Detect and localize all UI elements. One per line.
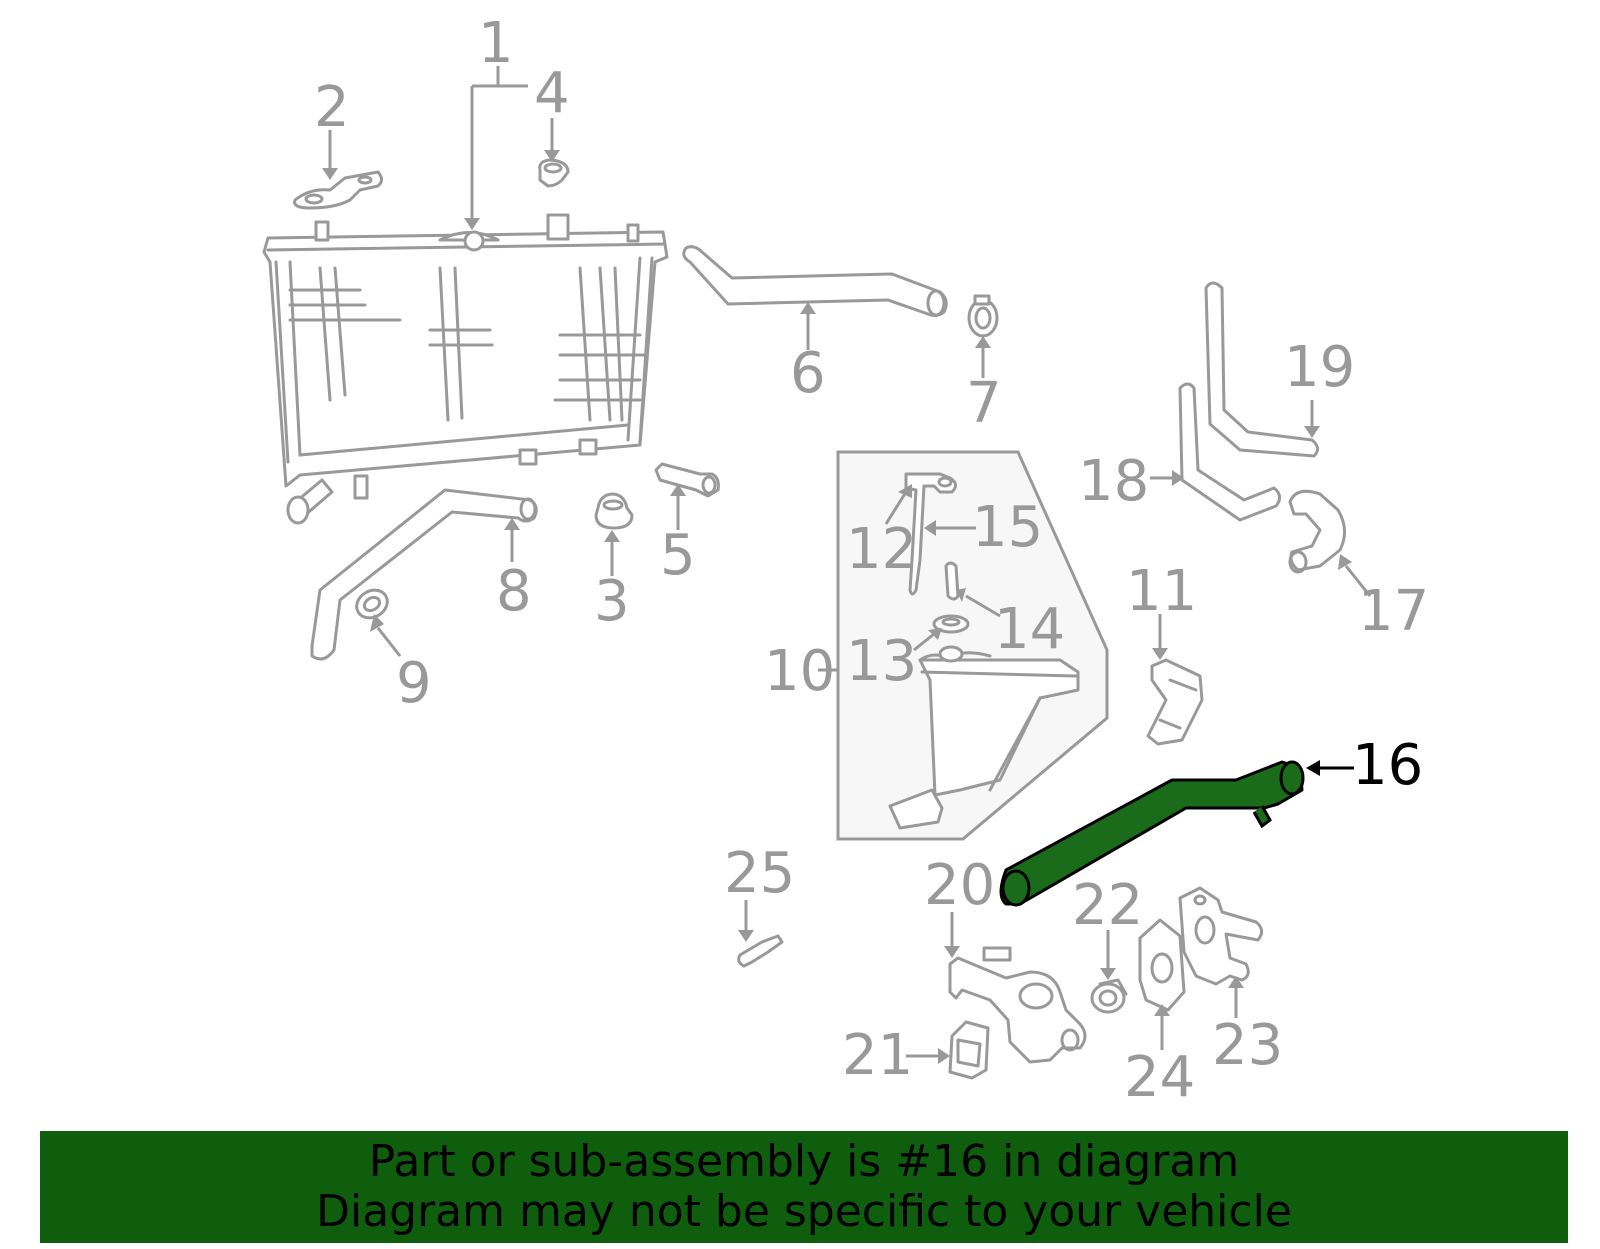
banner-line-1: Part or sub-assembly is #16 in diagram bbox=[368, 1136, 1240, 1187]
thermostat-housing bbox=[948, 946, 1087, 1064]
temperature-sensor bbox=[737, 934, 784, 968]
drain-plug bbox=[654, 462, 720, 498]
callout-14[interactable]: 14 bbox=[994, 597, 1065, 662]
radiator-mount bbox=[594, 492, 634, 530]
housing-gasket bbox=[948, 1020, 990, 1080]
reservoir-bracket bbox=[1146, 658, 1204, 746]
callout-2[interactable]: 2 bbox=[314, 75, 350, 140]
callout-1[interactable]: 1 bbox=[478, 11, 514, 76]
callout-21[interactable]: 21 bbox=[842, 1023, 913, 1088]
reservoir-assembly-box bbox=[836, 450, 1109, 841]
callout-24[interactable]: 24 bbox=[1124, 1045, 1195, 1110]
heater-hoses bbox=[1178, 281, 1319, 522]
banner-line-2: Diagram may not be specific to your vehi… bbox=[316, 1186, 1292, 1237]
callout-18[interactable]: 18 bbox=[1078, 449, 1149, 514]
callout-5[interactable]: 5 bbox=[660, 523, 696, 588]
radiator bbox=[262, 213, 669, 525]
callout-8[interactable]: 8 bbox=[496, 559, 532, 624]
hose-clamp bbox=[967, 294, 999, 338]
callout-15[interactable]: 15 bbox=[972, 495, 1043, 560]
water-inlet bbox=[1178, 886, 1263, 986]
callout-25[interactable]: 25 bbox=[724, 841, 795, 906]
lower-hose-clamp bbox=[355, 588, 389, 620]
callout-9[interactable]: 9 bbox=[396, 651, 432, 716]
callout-20[interactable]: 20 bbox=[924, 853, 995, 918]
callout-6[interactable]: 6 bbox=[790, 341, 826, 406]
radiator-bracket bbox=[293, 170, 383, 210]
thermostat-gasket bbox=[1138, 918, 1186, 1012]
leader-lines bbox=[322, 66, 1372, 1064]
callout-16[interactable]: 16 bbox=[1352, 733, 1423, 798]
callout-22[interactable]: 22 bbox=[1072, 873, 1143, 938]
callout-7[interactable]: 7 bbox=[966, 371, 1002, 436]
callout-10[interactable]: 10 bbox=[764, 639, 835, 704]
water-pipe-highlighted bbox=[999, 760, 1305, 907]
upper-radiator-hose bbox=[682, 245, 948, 318]
lower-radiator-hose bbox=[310, 488, 538, 661]
radiator-cap bbox=[538, 158, 570, 188]
callout-11[interactable]: 11 bbox=[1126, 559, 1197, 624]
callout-labels: 1 2 3 4 5 6 7 8 9 10 11 12 13 14 15 16 1… bbox=[314, 11, 1429, 1110]
callout-23[interactable]: 23 bbox=[1212, 1013, 1283, 1078]
callout-13[interactable]: 13 bbox=[846, 629, 917, 694]
bypass-hose bbox=[1288, 489, 1346, 574]
callout-4[interactable]: 4 bbox=[534, 61, 570, 126]
callout-12[interactable]: 12 bbox=[846, 517, 917, 582]
callout-3[interactable]: 3 bbox=[594, 569, 630, 634]
thermostat bbox=[1090, 978, 1128, 1014]
info-banner: Part or sub-assembly is #16 in diagram D… bbox=[40, 1131, 1568, 1243]
callout-19[interactable]: 19 bbox=[1284, 335, 1355, 400]
callout-17[interactable]: 17 bbox=[1358, 579, 1429, 644]
